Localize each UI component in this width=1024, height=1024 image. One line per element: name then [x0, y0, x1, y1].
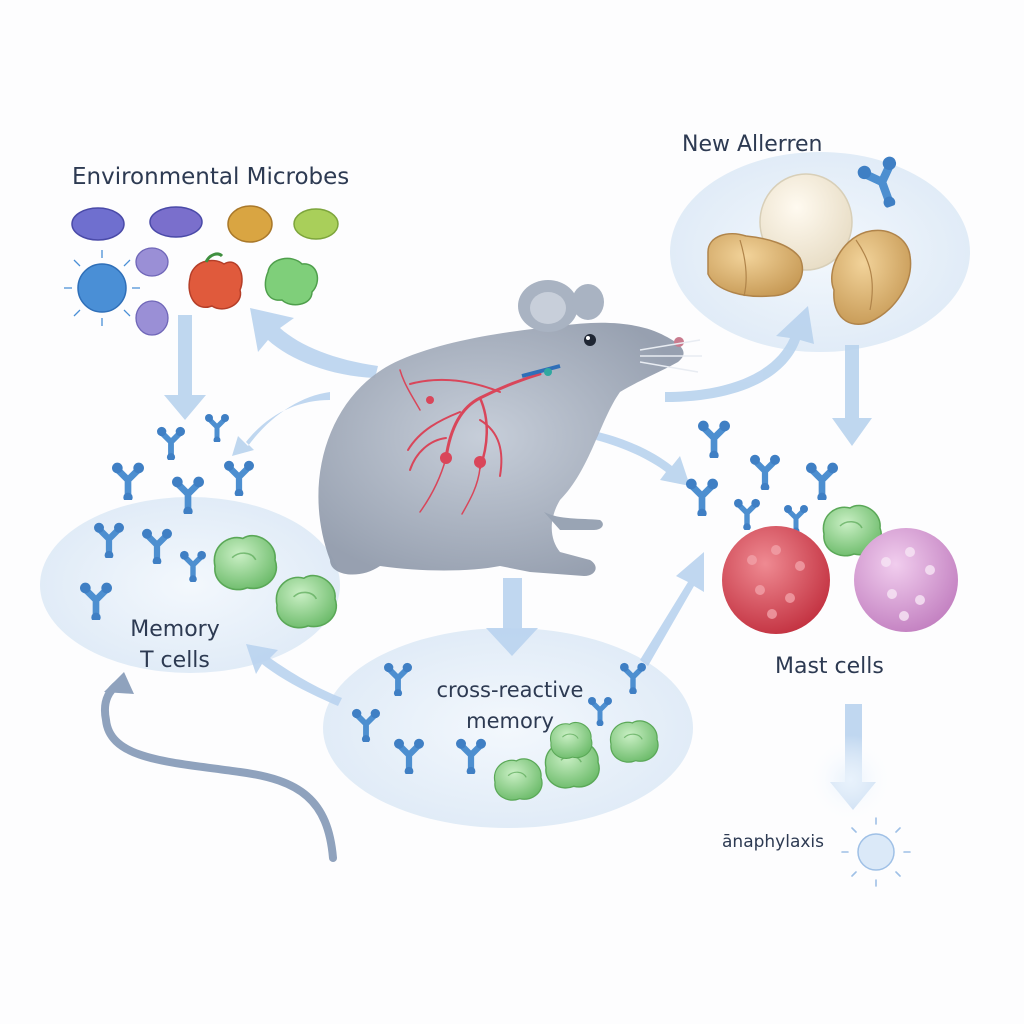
cross-reactive-bubble [323, 628, 693, 828]
mast-cells-label: Mast cells [775, 654, 884, 679]
memory-t-cells-label: Memory T cells [120, 614, 230, 676]
cross-reactive-line2: memory [466, 709, 554, 733]
microbe-icon [264, 257, 319, 306]
arrow-allergen-to-mast [832, 345, 872, 446]
microbe-icon [149, 206, 203, 238]
arrow-mouse-to-mast [596, 432, 690, 486]
mouse-illustration [318, 280, 702, 576]
t-cell-icon [213, 534, 278, 591]
microbe-icon [71, 207, 125, 241]
mouse-tail [101, 680, 337, 862]
microbe-icon [188, 259, 243, 310]
microbe-icon [135, 300, 169, 336]
t-cell-icon [493, 758, 543, 801]
anaphylaxis-label: ānaphylaxis [722, 832, 825, 852]
arrow-tail-head [104, 672, 134, 694]
microbe-icon [77, 263, 127, 313]
microbe-icon [227, 205, 273, 243]
microbe-icon [135, 247, 169, 277]
arrow-cross-to-memory [246, 644, 342, 706]
arrow-mouse-to-microbes [250, 308, 378, 378]
microbe-icon [293, 208, 339, 240]
mast-cell-icon [854, 528, 958, 632]
memory-t-cells-line2: T cells [140, 648, 210, 673]
t-cell-icon [275, 574, 338, 629]
environmental-microbes [64, 205, 339, 336]
arrow-mouse-to-memory [232, 392, 330, 456]
arrow-microbes-to-memory [164, 315, 206, 420]
anaphylaxis-burst-icon [805, 735, 911, 887]
memory-t-cells-line1: Memory [130, 617, 220, 642]
mast-cell-icon [722, 526, 830, 634]
environmental-microbes-label: Environmental Microbes [72, 164, 350, 190]
mast-receptors [686, 421, 838, 535]
arrow-mouse-to-allergen [665, 306, 814, 402]
arrow-cross-to-mast [640, 552, 704, 666]
arrow-mouse-to-cross [486, 578, 538, 656]
cross-reactive-line1: cross-reactive [436, 678, 584, 702]
cross-reactive-memory-label: cross-reactive memory [400, 675, 620, 737]
new-allergen-label: New Allerren [682, 132, 823, 157]
food-allergen-icon [707, 173, 912, 325]
